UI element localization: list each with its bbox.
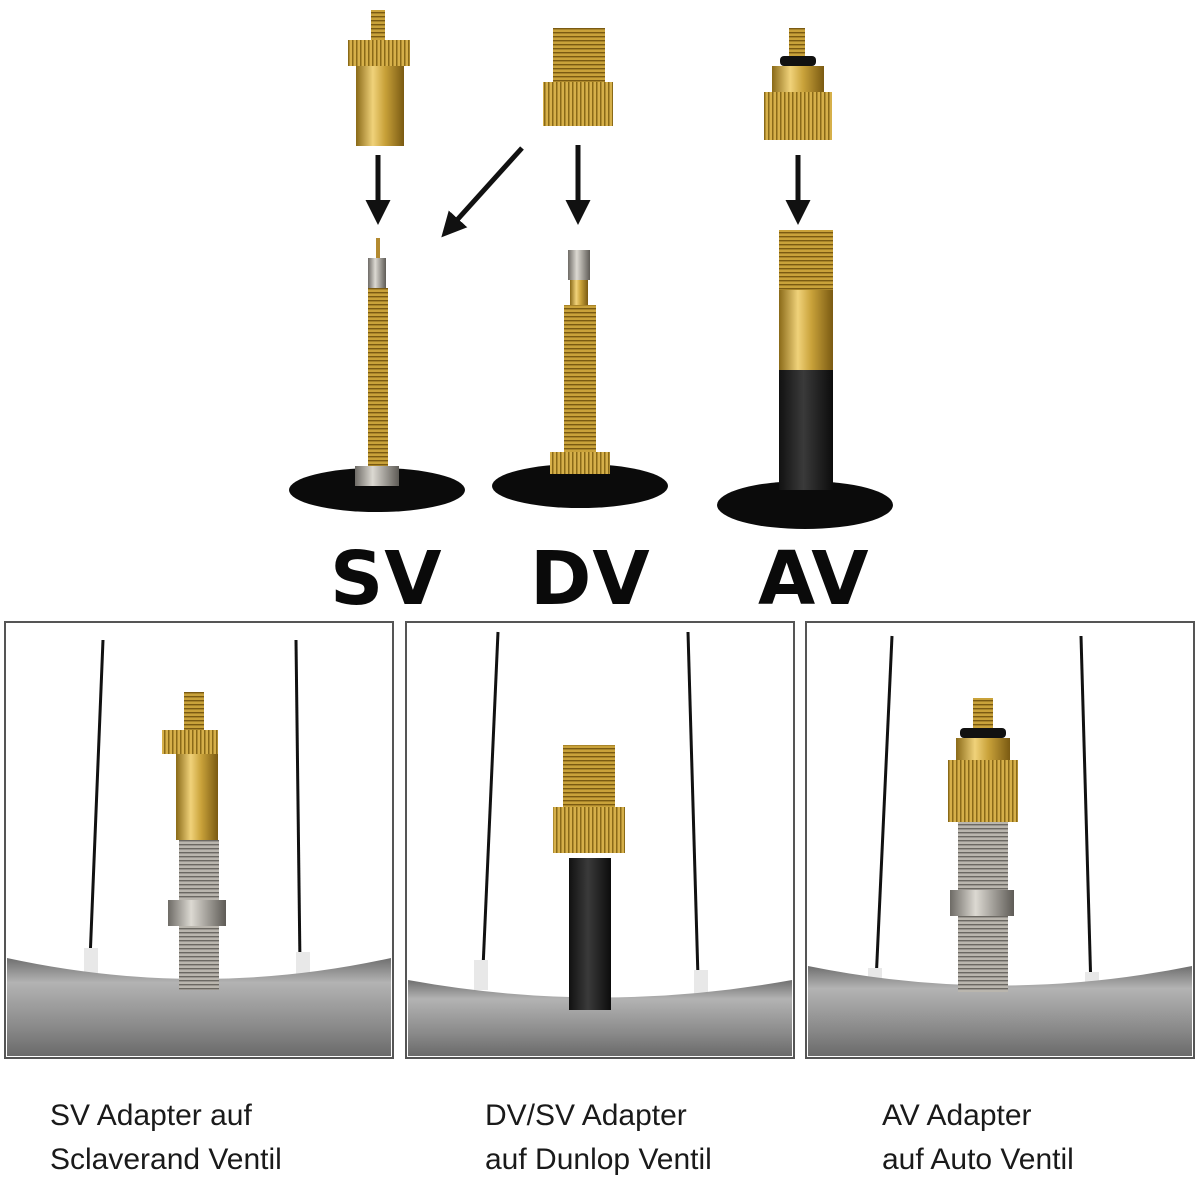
- panel-av: [805, 621, 1195, 1059]
- arrow-dv-to-sv: [441, 146, 524, 238]
- label-av: AV: [758, 536, 870, 622]
- dv-valve: [492, 250, 668, 508]
- dv-adapter-top: [543, 28, 613, 126]
- caption-sv-line1: SV Adapter auf: [50, 1099, 252, 1132]
- spoke-right: [686, 631, 700, 979]
- spoke-left: [88, 639, 105, 961]
- panel-dv: [405, 621, 795, 1059]
- label-dv: DV: [530, 536, 651, 622]
- av-valve: [717, 230, 893, 529]
- label-sv: SV: [330, 536, 443, 622]
- panel-sv: [4, 621, 394, 1059]
- caption-dv-line1: DV/SV Adapter: [485, 1099, 687, 1132]
- caption-av-line1: AV Adapter: [882, 1099, 1032, 1132]
- sv-valve: [289, 238, 465, 512]
- spoke-right: [1079, 635, 1093, 991]
- caption-av: AV Adapter auf Auto Ventil: [882, 1094, 1074, 1182]
- caption-av-line2: auf Auto Ventil: [882, 1143, 1074, 1176]
- spoke-right: [294, 639, 302, 966]
- caption-sv: SV Adapter auf Sclaverand Ventil: [50, 1094, 282, 1182]
- caption-sv-line2: Sclaverand Ventil: [50, 1143, 282, 1176]
- spoke-left: [481, 631, 500, 969]
- caption-dv: DV/SV Adapter auf Dunlop Ventil: [485, 1094, 712, 1182]
- caption-dv-line2: auf Dunlop Ventil: [485, 1143, 712, 1176]
- av-adapter-top: [764, 28, 832, 140]
- arrows: [365, 145, 811, 238]
- spoke-left: [874, 635, 894, 983]
- sv-adapter-top: [348, 10, 410, 146]
